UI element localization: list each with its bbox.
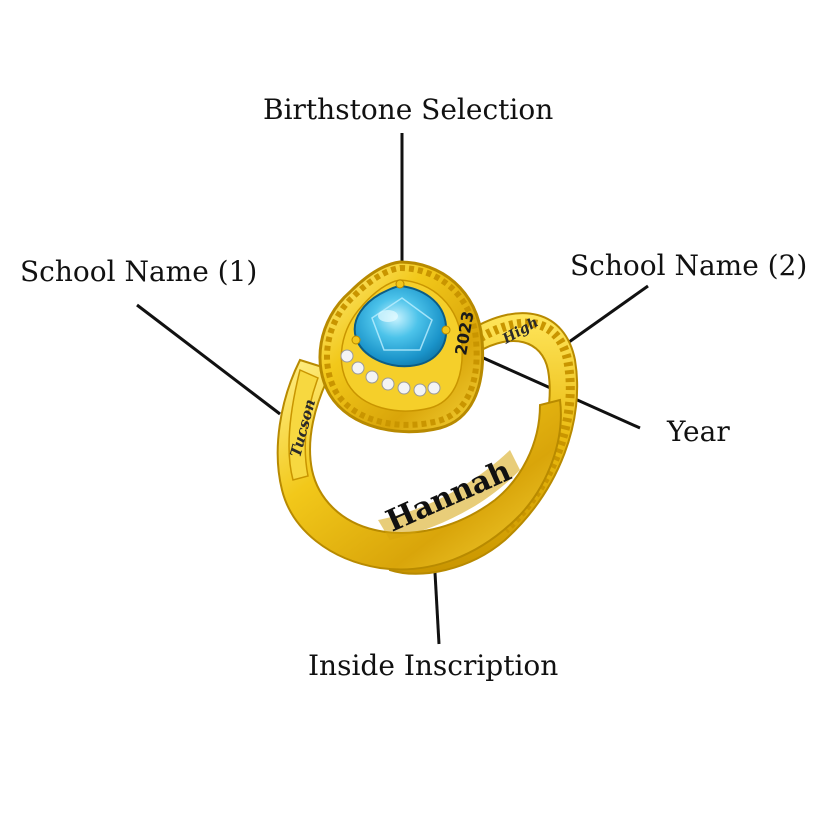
- school-name-2-leader-line: [561, 284, 649, 349]
- prong: [441, 325, 451, 335]
- birthstone-highlight: [378, 310, 398, 322]
- birthstone-facet: [371, 297, 433, 351]
- accent-stones: [340, 349, 441, 397]
- left-shank-face: [288, 368, 319, 481]
- bezel-rope-twist: [324, 264, 480, 428]
- birthstone-selection-label: Birthstone Selection: [263, 93, 554, 126]
- inside-inscription-label: Inside Inscription: [308, 649, 559, 682]
- inner-band-face: [378, 450, 520, 540]
- year-label: Year: [667, 415, 730, 448]
- school-name-1-label: School Name (1): [20, 255, 258, 288]
- prong: [351, 335, 361, 345]
- school-name-2-label: School Name (2): [570, 249, 808, 282]
- birthstone-gem: [353, 284, 448, 368]
- prong: [395, 279, 405, 289]
- school-name-1-leader-line: [136, 303, 281, 416]
- ring-band-front: [276, 358, 562, 571]
